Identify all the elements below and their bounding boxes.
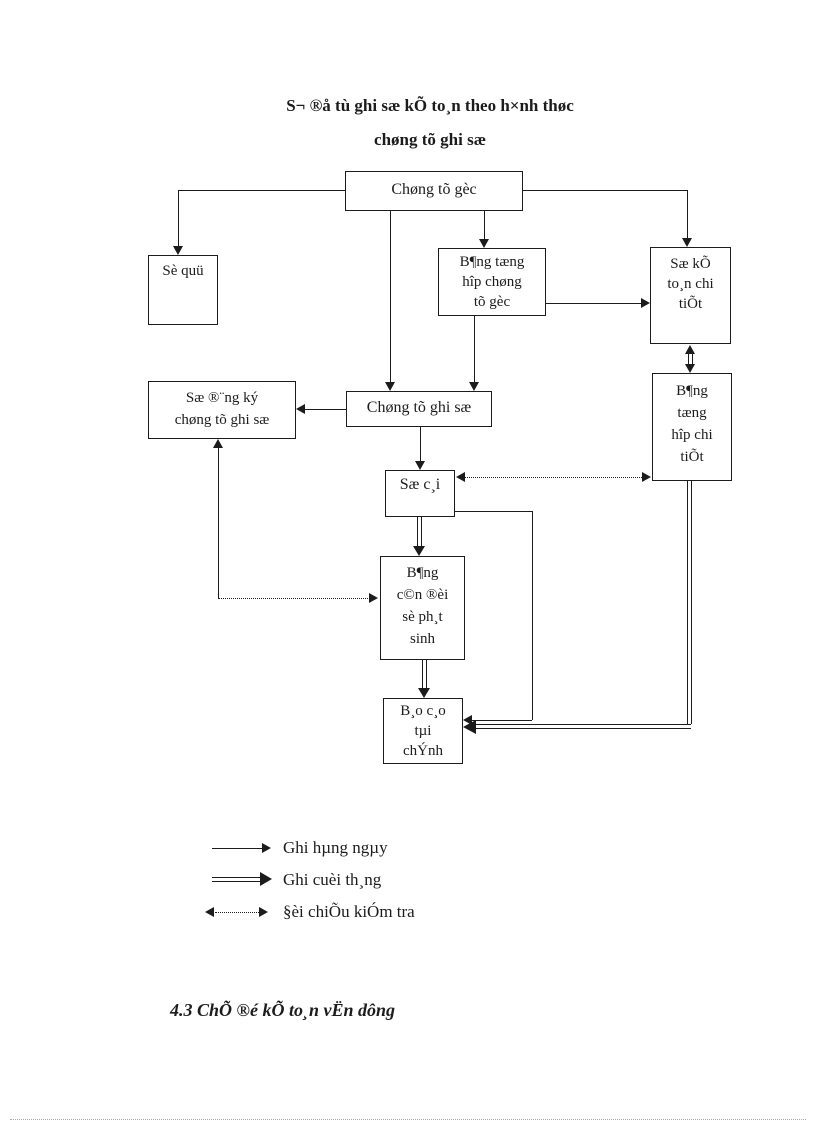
box-label: c©n ®èi bbox=[396, 587, 449, 603]
arrowhead-down-icon bbox=[685, 364, 695, 373]
arrowhead-down-icon bbox=[415, 461, 425, 470]
diagram-title-line2: chøng tõ ghi sæ bbox=[374, 130, 486, 149]
box-label: chÝnh bbox=[403, 743, 443, 759]
diagram-title-line1: S¬ ®å tù ghi sæ kÕ to¸n theo h×nh thøc bbox=[286, 96, 574, 115]
connector-ctgs-to-sodangky-horizontal bbox=[305, 409, 346, 410]
legend-double-arrow-line bbox=[212, 877, 260, 882]
arrowhead-right-icon bbox=[369, 593, 378, 603]
legend-label-daily: Ghi hµng ngµy bbox=[283, 838, 388, 857]
box-label: B¶ng tæng bbox=[459, 254, 525, 270]
section-heading: 4.3 ChÕ ®é kÕ to¸n vËn dông bbox=[170, 1000, 395, 1020]
flow-box-chung-tu-goc: Chøng tõ gèc bbox=[345, 171, 523, 211]
box-label: sè ph¸t bbox=[402, 609, 443, 625]
box-label: tiÕt bbox=[680, 449, 704, 465]
connector-ctg-to-soktct-horizontal bbox=[523, 190, 687, 191]
arrowhead-right-icon bbox=[641, 298, 650, 308]
box-label: to¸n chi bbox=[667, 276, 714, 292]
arrowhead-down-icon bbox=[682, 238, 692, 247]
arrowhead-down-icon bbox=[469, 382, 479, 391]
connector-socai-bthct-dotted-horizontal bbox=[465, 477, 642, 478]
box-label: chøng tõ ghi sæ bbox=[174, 412, 270, 428]
legend-dotted-arrow-line bbox=[215, 912, 259, 913]
box-label: tiÕt bbox=[678, 296, 703, 312]
connector-bthct-to-baocao-double-horizontal bbox=[474, 724, 691, 729]
connector-ctg-to-bthctg-vertical bbox=[484, 211, 485, 239]
connector-ctg-to-soquy-horizontal bbox=[178, 190, 345, 191]
connector-socai-to-bangcandoi-double-vertical bbox=[417, 517, 422, 546]
connector-bthctg-to-soktct-horizontal bbox=[546, 303, 641, 304]
box-label: sinh bbox=[409, 631, 435, 647]
connector-ctg-to-soktct-vertical bbox=[687, 190, 688, 238]
footer-dotted-rule bbox=[10, 1119, 806, 1120]
legend-label-check: §èi chiÕu kiÓm tra bbox=[283, 902, 415, 921]
flow-box-so-dang-ky-chung-tu-ghi-so: Sæ ®¨ng ký chøng tõ ghi sæ bbox=[148, 381, 296, 439]
box-label: Sæ ®¨ng ký bbox=[185, 390, 259, 406]
box-label: hîp chøng bbox=[462, 274, 522, 290]
flow-box-so-cai: Sæ c¸i bbox=[385, 470, 455, 517]
arrowhead-right-icon bbox=[259, 907, 268, 917]
arrowhead-right-icon bbox=[262, 843, 271, 853]
flow-box-bang-tong-hop-chi-tiet: B¶ng tæng hîp chi tiÕt bbox=[652, 373, 732, 481]
arrowhead-up-icon bbox=[213, 439, 223, 448]
box-label: Sæ c¸i bbox=[399, 476, 441, 493]
arrowhead-right-icon bbox=[260, 872, 272, 886]
connector-ctg-to-soquy-vertical bbox=[178, 190, 179, 246]
connector-bthctg-to-ctgs-vertical bbox=[474, 316, 475, 382]
flow-box-so-ke-toan-chi-tiet: Sæ kÕ to¸n chi tiÕt bbox=[650, 247, 731, 344]
flow-box-chung-tu-ghi-so: Chøng tõ ghi sæ bbox=[346, 391, 492, 427]
box-label: B¶ng bbox=[406, 565, 439, 581]
flow-box-bang-tong-hop-chung-tu-goc: B¶ng tæng hîp chøng tõ gèc bbox=[438, 248, 546, 316]
connector-sodangky-bangcandoi-vertical bbox=[218, 448, 219, 598]
flow-box-so-quy: Sè quü bbox=[148, 255, 218, 325]
arrowhead-left-icon bbox=[463, 720, 476, 734]
arrowhead-right-icon bbox=[642, 472, 651, 482]
box-label: tæng bbox=[677, 405, 707, 421]
arrowhead-down-icon bbox=[418, 688, 430, 698]
connector-soktct-bthct-double-vertical bbox=[688, 353, 693, 364]
box-label: tõ gèc bbox=[473, 294, 511, 310]
connector-socai-to-baocao-horizontal-bottom bbox=[472, 720, 532, 721]
connector-ctgs-to-socai-vertical bbox=[420, 427, 421, 461]
connector-ctg-to-ctgs-vertical bbox=[390, 211, 391, 382]
arrowhead-left-icon bbox=[456, 472, 465, 482]
arrowhead-left-icon bbox=[296, 404, 305, 414]
box-label: B¸o c¸o bbox=[400, 703, 446, 719]
box-label: B¶ng bbox=[676, 383, 708, 399]
arrowhead-down-icon bbox=[413, 546, 425, 556]
connector-bangcandoi-to-baocao-double-vertical bbox=[422, 660, 427, 688]
legend-solid-arrow-line bbox=[212, 848, 262, 849]
connector-socai-to-baocao-vertical bbox=[532, 511, 533, 720]
connector-bthct-to-baocao-double-vertical bbox=[687, 481, 692, 724]
box-label: Sæ kÕ bbox=[670, 256, 711, 272]
box-label: Chøng tõ gèc bbox=[391, 181, 477, 198]
connector-sodangky-bangcandoi-dotted-horizontal bbox=[218, 598, 368, 599]
arrowhead-up-icon bbox=[685, 345, 695, 354]
box-label: tµi bbox=[414, 723, 432, 739]
arrowhead-left-icon bbox=[205, 907, 214, 917]
arrowhead-down-icon bbox=[385, 382, 395, 391]
flow-box-bang-can-doi-so-phat-sinh: B¶ng c©n ®èi sè ph¸t sinh bbox=[380, 556, 465, 660]
arrowhead-down-icon bbox=[173, 246, 183, 255]
flow-box-bao-cao-tai-chinh: B¸o c¸o tµi chÝnh bbox=[383, 698, 463, 764]
arrowhead-down-icon bbox=[479, 239, 489, 248]
legend-label-monthly: Ghi cuèi th¸ng bbox=[283, 870, 382, 889]
box-label: Chøng tõ ghi sæ bbox=[366, 399, 472, 416]
box-label: hîp chi bbox=[671, 427, 713, 443]
box-label: Sè quü bbox=[162, 263, 204, 279]
connector-socai-to-baocao-horizontal-top bbox=[455, 511, 532, 512]
